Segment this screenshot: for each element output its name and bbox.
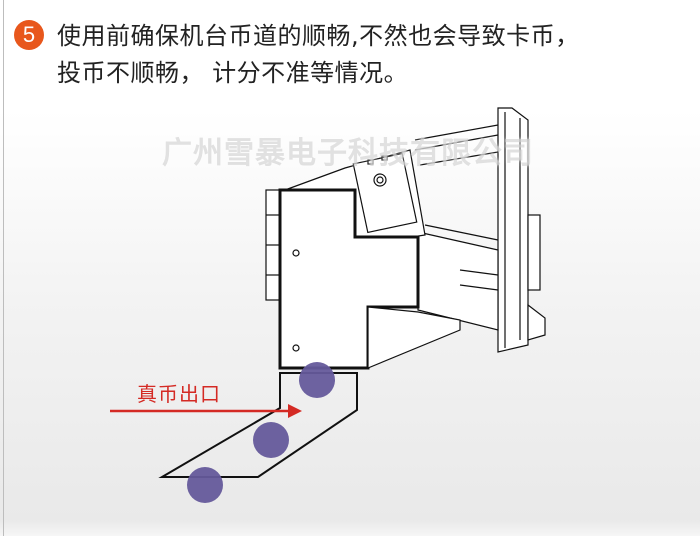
coin-acceptor-mechanism — [265, 107, 546, 370]
left-border — [3, 0, 4, 536]
arrow-head-icon — [288, 404, 302, 418]
instruction-line-1: 使用前确保机台币道的顺畅,不然也会导致卡币， — [57, 22, 580, 50]
coin — [253, 422, 289, 458]
instruction-line-2: 投币不顺畅， 计分不准等情况。 — [57, 59, 409, 87]
watermark: 广州雪暴电子科技有限公司 — [162, 136, 534, 171]
coin-exit-label: 真币出口 — [137, 382, 221, 406]
step-number-badge: 5 — [14, 20, 44, 50]
coin — [299, 362, 335, 398]
coin — [187, 467, 223, 503]
coin-exit-chute — [158, 372, 358, 478]
